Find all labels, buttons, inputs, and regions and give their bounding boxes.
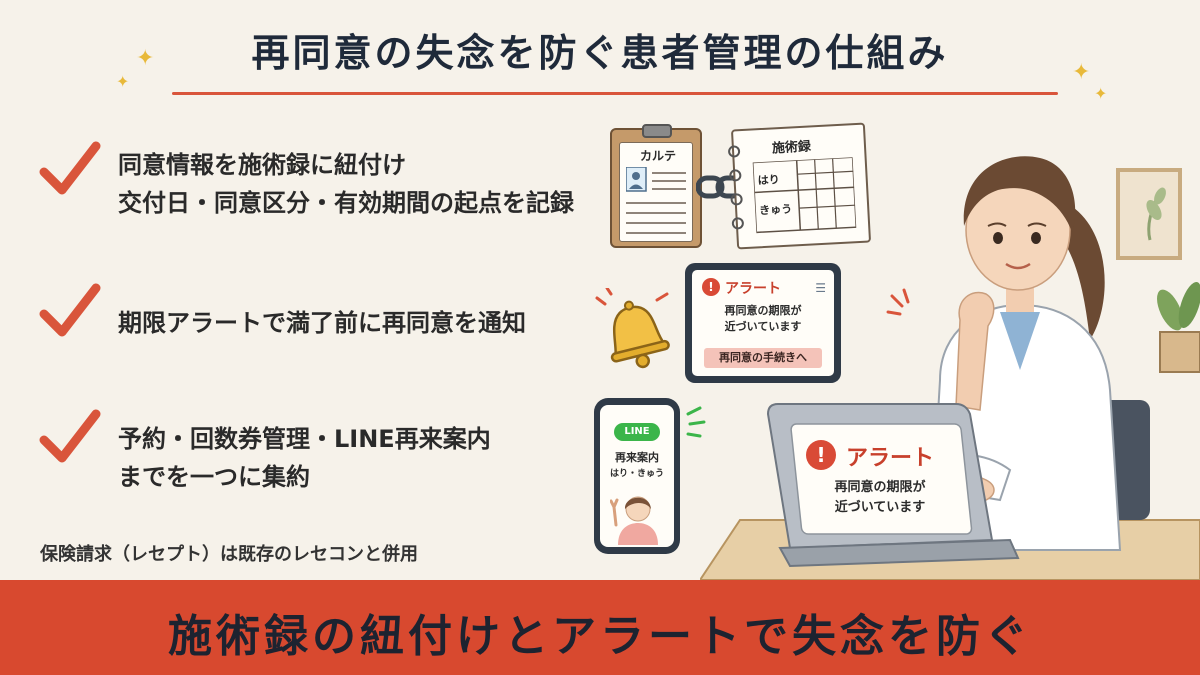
footnote: 保険請求（レセプト）は既存のレセコンと併用 <box>40 544 418 565</box>
phone-screen: LINE 再来案内 はり・きゅう <box>600 405 674 547</box>
tablet-alert-icon: ! <box>702 278 720 296</box>
tablet-alert-heading: アラート <box>725 281 781 297</box>
laptop-illustration <box>766 403 1020 568</box>
record-grid <box>752 157 857 234</box>
sparkle-icon: ✦ <box>116 72 130 91</box>
treatment-record-notebook: 施術録 はり きゅう <box>728 122 872 250</box>
reconsent-procedure-button: 再同意の手続きへ <box>704 348 822 368</box>
patient-photo-icon <box>626 167 686 234</box>
binder-rings-icon <box>728 145 744 230</box>
banner-text: 施術録の紐付けとアラートで失念を防ぐ <box>168 611 1032 662</box>
checklist-item-1-line-1: 同意情報を施術録に紐付け <box>118 151 406 179</box>
menu-icon: ☰ <box>815 281 826 295</box>
checklist-item-1: 同意情報を施術録に紐付け 交付日・同意区分・有効期間の起点を記録 <box>118 146 574 222</box>
record-row-kyu: きゅう <box>758 202 793 218</box>
record-title: 施術録 <box>771 139 812 157</box>
phone-line-1: 再来案内 <box>615 451 659 464</box>
laptop-alert-line-1: 再同意の期限が <box>834 480 926 495</box>
bottom-banner <box>0 580 1200 675</box>
tablet-alert: ! アラート ☰ 再同意の期限が 近づいています 再同意の手続きへ <box>685 263 841 383</box>
room-background <box>1116 168 1200 373</box>
bell-icon <box>595 288 670 369</box>
laptop-alert-icon: ! <box>806 440 836 470</box>
checklist-item-1-line-2: 交付日・同意区分・有効期間の起点を記録 <box>118 189 574 217</box>
checklist-item-3-line-1: 予約・回数券管理・LINE再来案内 <box>118 425 491 453</box>
thinking-lines-icon <box>886 288 910 316</box>
karte-clipboard: カルテ <box>610 124 702 248</box>
page-title: 再同意の失念を防ぐ患者管理の仕組み <box>251 31 949 75</box>
tablet-alert-line-1: 再同意の期限が <box>724 304 802 317</box>
check-icon <box>39 283 101 337</box>
checklist-item-3: 予約・回数券管理・LINE再来案内 までを一つに集約 <box>118 420 491 496</box>
laptop-alert-line-2: 近づいています <box>834 500 926 515</box>
patient-waving-icon <box>610 496 658 545</box>
karte-paper: カルテ <box>619 142 693 242</box>
sparkle-icon: ✦ <box>1072 60 1091 85</box>
line-badge: LINE <box>614 423 660 441</box>
tablet-alert-message: 再同意の期限が 近づいています <box>692 303 834 335</box>
karte-label: カルテ <box>640 149 677 163</box>
check-icon <box>39 141 101 195</box>
sparkle-icon: ✦ <box>1094 84 1108 103</box>
title-underline <box>172 92 1058 95</box>
sparkle-icon: ✦ <box>136 46 155 71</box>
phone-line-2: はり・きゅう <box>609 469 664 479</box>
tablet-alert-line-2: 近づいています <box>724 320 802 333</box>
laptop-alert-message: 再同意の期限が 近づいています <box>800 478 960 518</box>
laptop-alert-heading: アラート <box>846 446 935 471</box>
smartphone-line: LINE 再来案内 はり・きゅう <box>594 398 680 554</box>
record-row-hari: はり <box>757 173 780 188</box>
check-icon <box>39 409 101 463</box>
notification-lines-icon <box>686 406 706 438</box>
checklist-item-3-line-2: までを一つに集約 <box>118 463 310 491</box>
checklist-item-2: 期限アラートで満了前に再同意を通知 <box>118 304 526 342</box>
checklist-item-2-line-1: 期限アラートで満了前に再同意を通知 <box>118 309 526 337</box>
clip-icon <box>642 124 672 138</box>
tablet-screen: ! アラート ☰ 再同意の期限が 近づいています 再同意の手続きへ <box>692 270 834 376</box>
